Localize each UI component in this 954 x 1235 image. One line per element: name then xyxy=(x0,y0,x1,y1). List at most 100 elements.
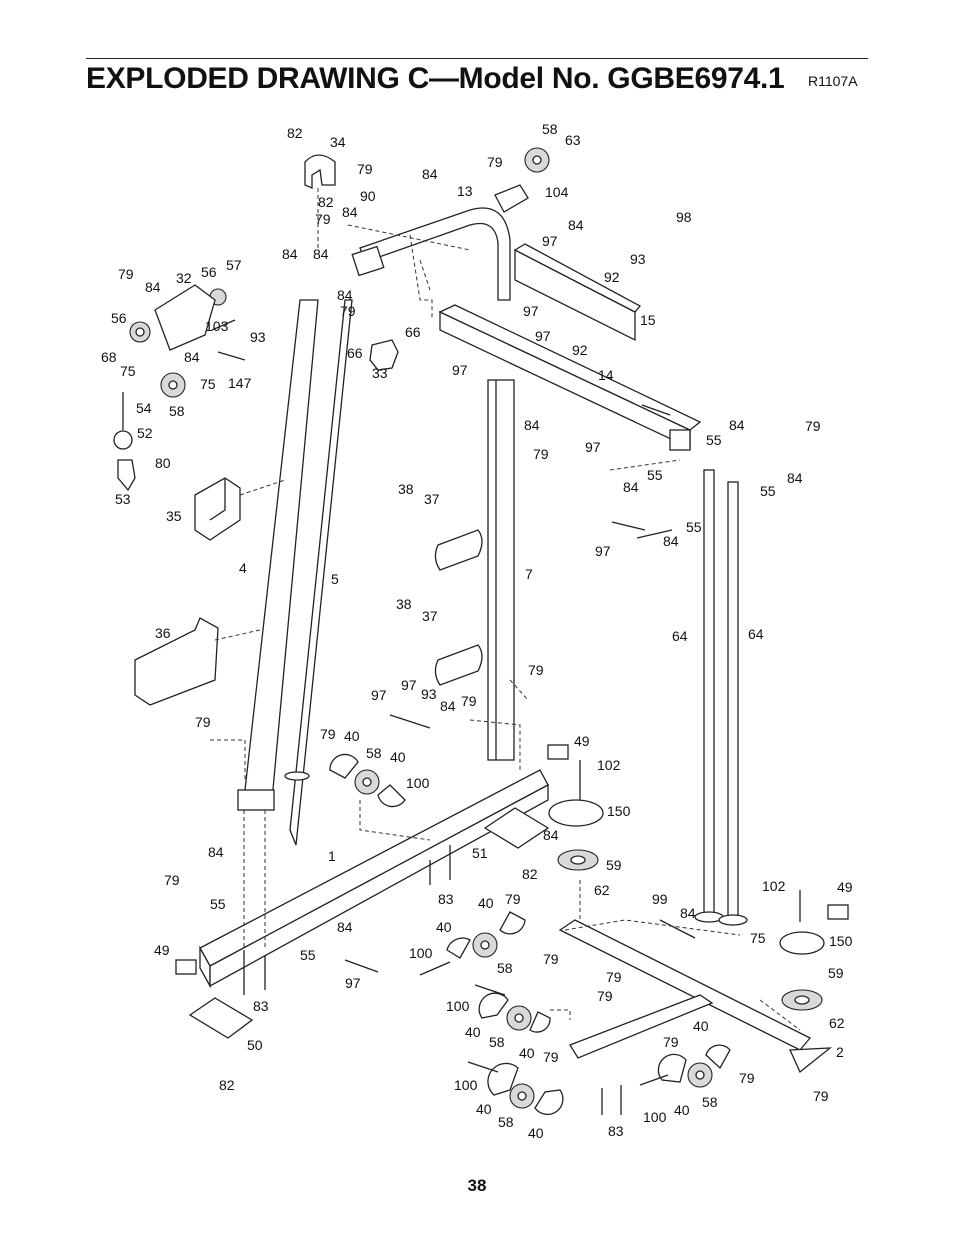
callout-40: 40 xyxy=(478,895,494,911)
callout-51: 51 xyxy=(472,845,488,861)
callout-100: 100 xyxy=(409,945,433,961)
callout-84: 84 xyxy=(623,479,639,495)
pad-49-left xyxy=(175,959,197,975)
callout-79: 79 xyxy=(118,266,134,282)
callout-79: 79 xyxy=(340,303,356,319)
callout-84: 84 xyxy=(184,349,200,365)
callout-53: 53 xyxy=(115,491,131,507)
callout-98: 98 xyxy=(676,209,692,225)
callout-97: 97 xyxy=(535,328,551,344)
pulley-group xyxy=(129,147,825,1109)
callout-84: 84 xyxy=(282,246,298,262)
callout-55: 55 xyxy=(686,519,702,535)
callout-37: 37 xyxy=(424,491,440,507)
callout-97: 97 xyxy=(345,975,361,991)
callout-84: 84 xyxy=(342,204,358,220)
callout-97: 97 xyxy=(452,362,468,378)
base-1 xyxy=(199,769,549,989)
callout-84: 84 xyxy=(440,698,456,714)
callout-79: 79 xyxy=(357,161,373,177)
callout-84: 84 xyxy=(337,287,353,303)
callout-79: 79 xyxy=(533,446,549,462)
callout-82: 82 xyxy=(287,125,303,141)
callout-40: 40 xyxy=(390,749,406,765)
callout-79: 79 xyxy=(320,726,336,742)
callout-38: 38 xyxy=(396,596,412,612)
callout-58: 58 xyxy=(169,403,185,419)
callout-5: 5 xyxy=(331,571,339,587)
callout-79: 79 xyxy=(164,872,180,888)
callout-50: 50 xyxy=(247,1037,263,1053)
callout-79: 79 xyxy=(739,1070,755,1086)
callout-97: 97 xyxy=(585,439,601,455)
callout-40: 40 xyxy=(465,1024,481,1040)
callout-83: 83 xyxy=(608,1123,624,1139)
callout-97: 97 xyxy=(542,233,558,249)
callout-1: 1 xyxy=(328,848,336,864)
callout-84: 84 xyxy=(729,417,745,433)
callout-49: 49 xyxy=(154,942,170,958)
callout-40: 40 xyxy=(344,728,360,744)
callout-79: 79 xyxy=(461,693,477,709)
callout-83: 83 xyxy=(253,998,269,1014)
callout-59: 59 xyxy=(606,857,622,873)
callout-93: 93 xyxy=(421,686,437,702)
callout-150: 150 xyxy=(607,803,631,819)
callout-14: 14 xyxy=(598,367,614,383)
callout-49: 49 xyxy=(837,879,853,895)
callout-58: 58 xyxy=(489,1034,505,1050)
rods-64 xyxy=(694,469,748,926)
callout-79: 79 xyxy=(543,951,559,967)
weight-horn-upper xyxy=(434,529,483,571)
callout-37: 37 xyxy=(422,608,438,624)
callout-62: 62 xyxy=(594,882,610,898)
callout-55: 55 xyxy=(760,483,776,499)
callout-79: 79 xyxy=(505,891,521,907)
callout-58: 58 xyxy=(542,121,558,137)
callout-58: 58 xyxy=(498,1114,514,1130)
callout-84: 84 xyxy=(524,417,540,433)
callout-62: 62 xyxy=(829,1015,845,1031)
callout-83: 83 xyxy=(438,891,454,907)
assembly-lines xyxy=(210,188,801,1031)
pulley-covers-40 xyxy=(329,753,731,1115)
callout-93: 93 xyxy=(630,251,646,267)
plate-50 xyxy=(188,997,254,1039)
callout-79: 79 xyxy=(813,1088,829,1104)
callout-99: 99 xyxy=(652,891,668,907)
callout-84: 84 xyxy=(787,470,803,486)
callout-84: 84 xyxy=(145,279,161,295)
callout-40: 40 xyxy=(693,1018,709,1034)
callout-84: 84 xyxy=(337,919,353,935)
callout-84: 84 xyxy=(208,844,224,860)
callout-58: 58 xyxy=(497,960,513,976)
callout-84: 84 xyxy=(543,827,559,843)
callout-55: 55 xyxy=(706,432,722,448)
clip-53 xyxy=(117,459,136,492)
callout-90: 90 xyxy=(360,188,376,204)
bracket-15 xyxy=(513,243,642,342)
callout-82: 82 xyxy=(219,1077,235,1093)
callout-79: 79 xyxy=(543,1049,559,1065)
callout-40: 40 xyxy=(476,1101,492,1117)
pad-49-right xyxy=(827,904,849,920)
callout-75: 75 xyxy=(120,363,136,379)
callout-59: 59 xyxy=(828,965,844,981)
callout-36: 36 xyxy=(155,625,171,641)
callout-49: 49 xyxy=(574,733,590,749)
callout-82: 82 xyxy=(318,194,334,210)
callout-52: 52 xyxy=(137,425,153,441)
callout-100: 100 xyxy=(643,1109,667,1125)
callout-58: 58 xyxy=(702,1094,718,1110)
callout-54: 54 xyxy=(136,400,152,416)
callout-79: 79 xyxy=(315,211,331,227)
callout-7: 7 xyxy=(525,566,533,582)
carriage-35 xyxy=(194,477,241,541)
callout-35: 35 xyxy=(166,508,182,524)
callout-75: 75 xyxy=(200,376,216,392)
callout-102: 102 xyxy=(762,878,786,894)
callout-97: 97 xyxy=(401,677,417,693)
base-2 xyxy=(558,919,832,1074)
callout-100: 100 xyxy=(406,775,430,791)
callout-82: 82 xyxy=(522,866,538,882)
